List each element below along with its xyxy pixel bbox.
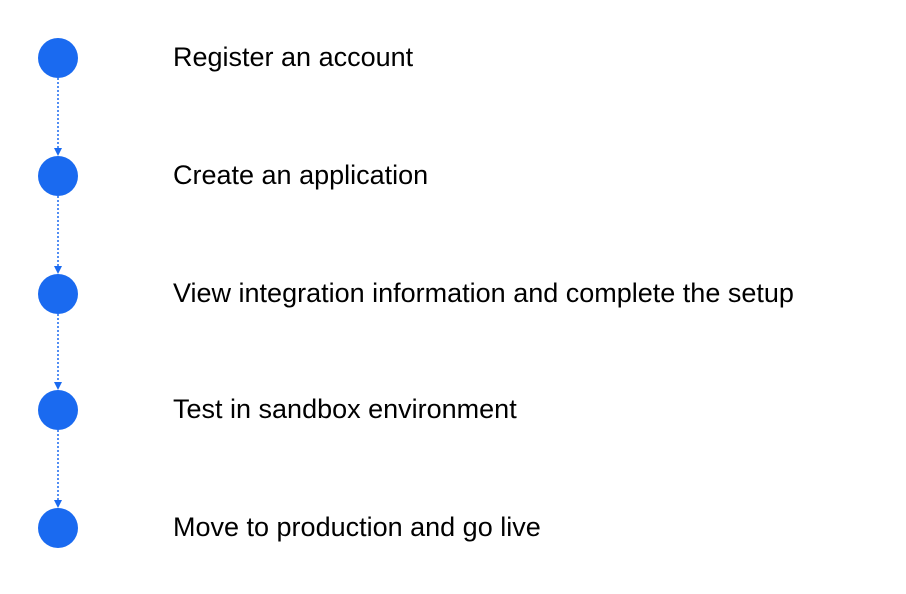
- step-1-circle: [38, 38, 78, 78]
- step-test-sandbox: Test in sandbox environment: [0, 390, 906, 430]
- step-4-circle: [38, 390, 78, 430]
- step-go-live: Move to production and go live: [0, 508, 906, 548]
- step-5-label: Move to production and go live: [173, 512, 541, 542]
- step-3-label: View integration information and complet…: [173, 278, 794, 308]
- step-1-label: Register an account: [173, 42, 414, 72]
- step-5-circle: [38, 508, 78, 548]
- step-view-integration: View integration information and complet…: [0, 274, 906, 314]
- step-4-label: Test in sandbox environment: [173, 394, 517, 424]
- step-create-application: Create an application: [0, 156, 906, 196]
- step-2-label: Create an application: [173, 160, 429, 190]
- step-register-account: Register an account: [0, 38, 906, 78]
- step-2-circle: [38, 156, 78, 196]
- step-3-circle: [38, 274, 78, 314]
